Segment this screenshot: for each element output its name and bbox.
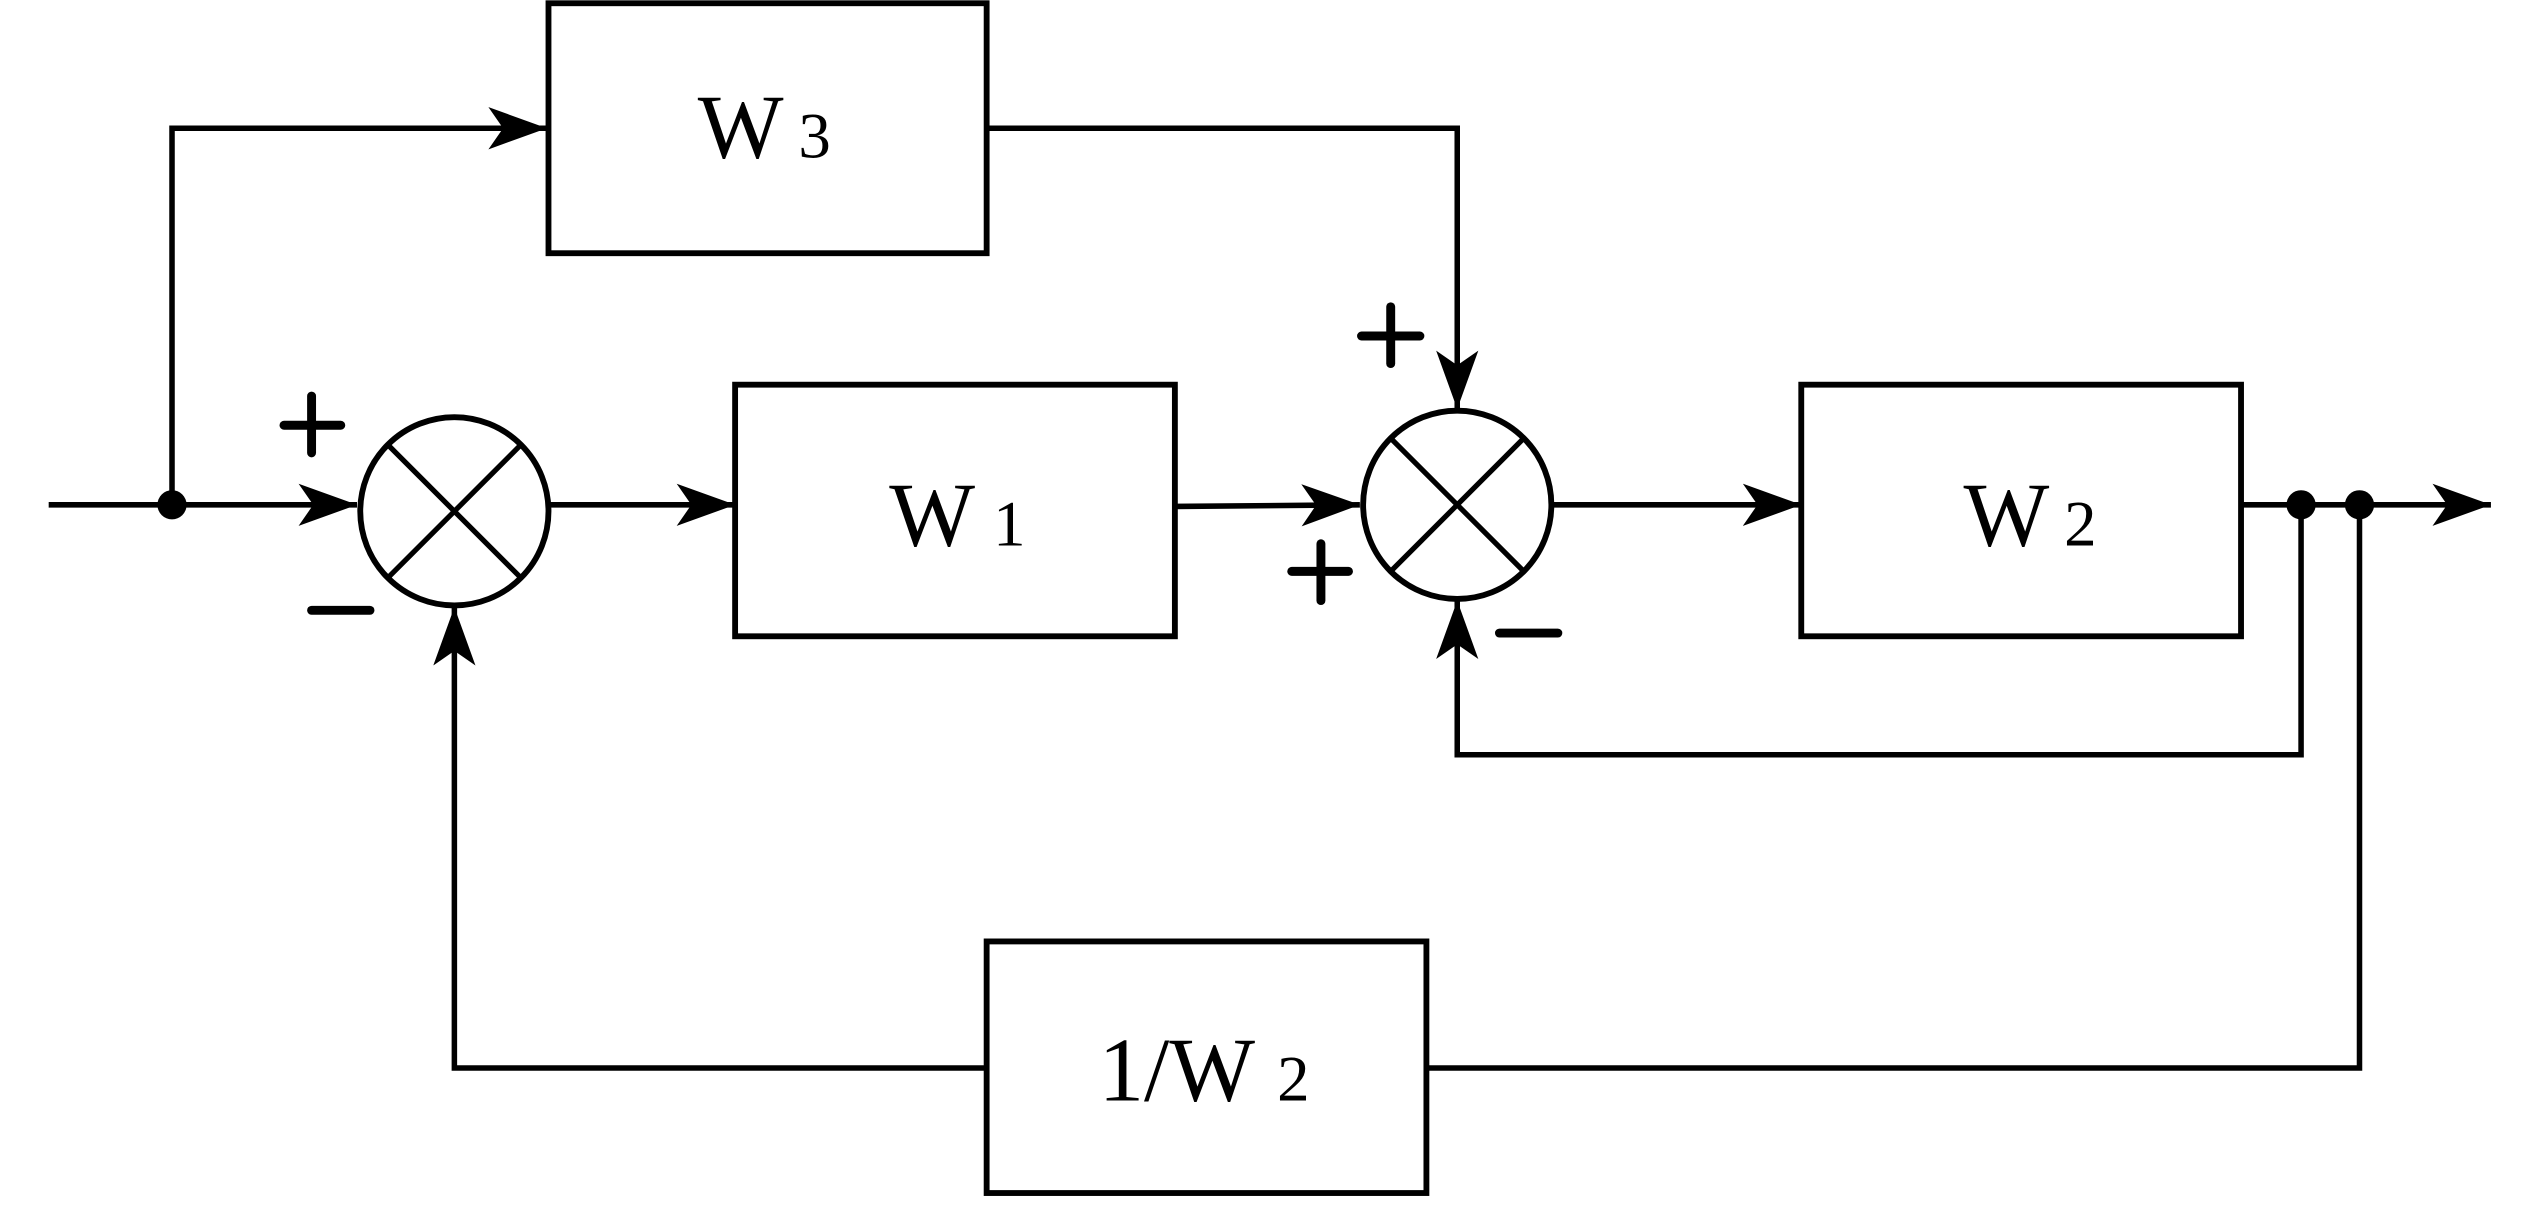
block-w2: W 2 bbox=[1798, 381, 2244, 640]
block-w2-subscript: 2 bbox=[2064, 488, 2096, 560]
block-w1-label: W bbox=[889, 464, 975, 565]
feedforward-to-s2-line bbox=[986, 125, 1479, 410]
feedforward-branch-line bbox=[169, 107, 547, 505]
block-w3: W 3 bbox=[545, 0, 990, 257]
outer-feedback-line-right bbox=[1426, 504, 2363, 1071]
block-inverse-w2-subscript: 2 bbox=[1277, 1044, 1309, 1116]
block-w3-subscript: 3 bbox=[798, 100, 830, 172]
s2-top-plus-sign bbox=[1357, 302, 1425, 369]
w1-to-s2-line bbox=[1174, 484, 1360, 527]
block-w2-label: W bbox=[1964, 464, 2050, 565]
s1-plus-sign bbox=[279, 391, 346, 458]
s2-left-plus-sign bbox=[1287, 539, 1353, 606]
summing-junction-2 bbox=[1360, 407, 1555, 602]
summing-junction-1 bbox=[357, 414, 552, 609]
block-inverse-w2: 1/W 2 bbox=[983, 938, 1430, 1196]
block-w1-subscript: 1 bbox=[993, 488, 1025, 560]
inner-feedback-line bbox=[1436, 504, 2304, 758]
outer-feedback-line-left bbox=[433, 607, 987, 1071]
block-inverse-w2-label: 1/W bbox=[1099, 1019, 1256, 1120]
block-w1: W 1 bbox=[732, 381, 1178, 640]
block-w3-label: W bbox=[698, 76, 784, 177]
